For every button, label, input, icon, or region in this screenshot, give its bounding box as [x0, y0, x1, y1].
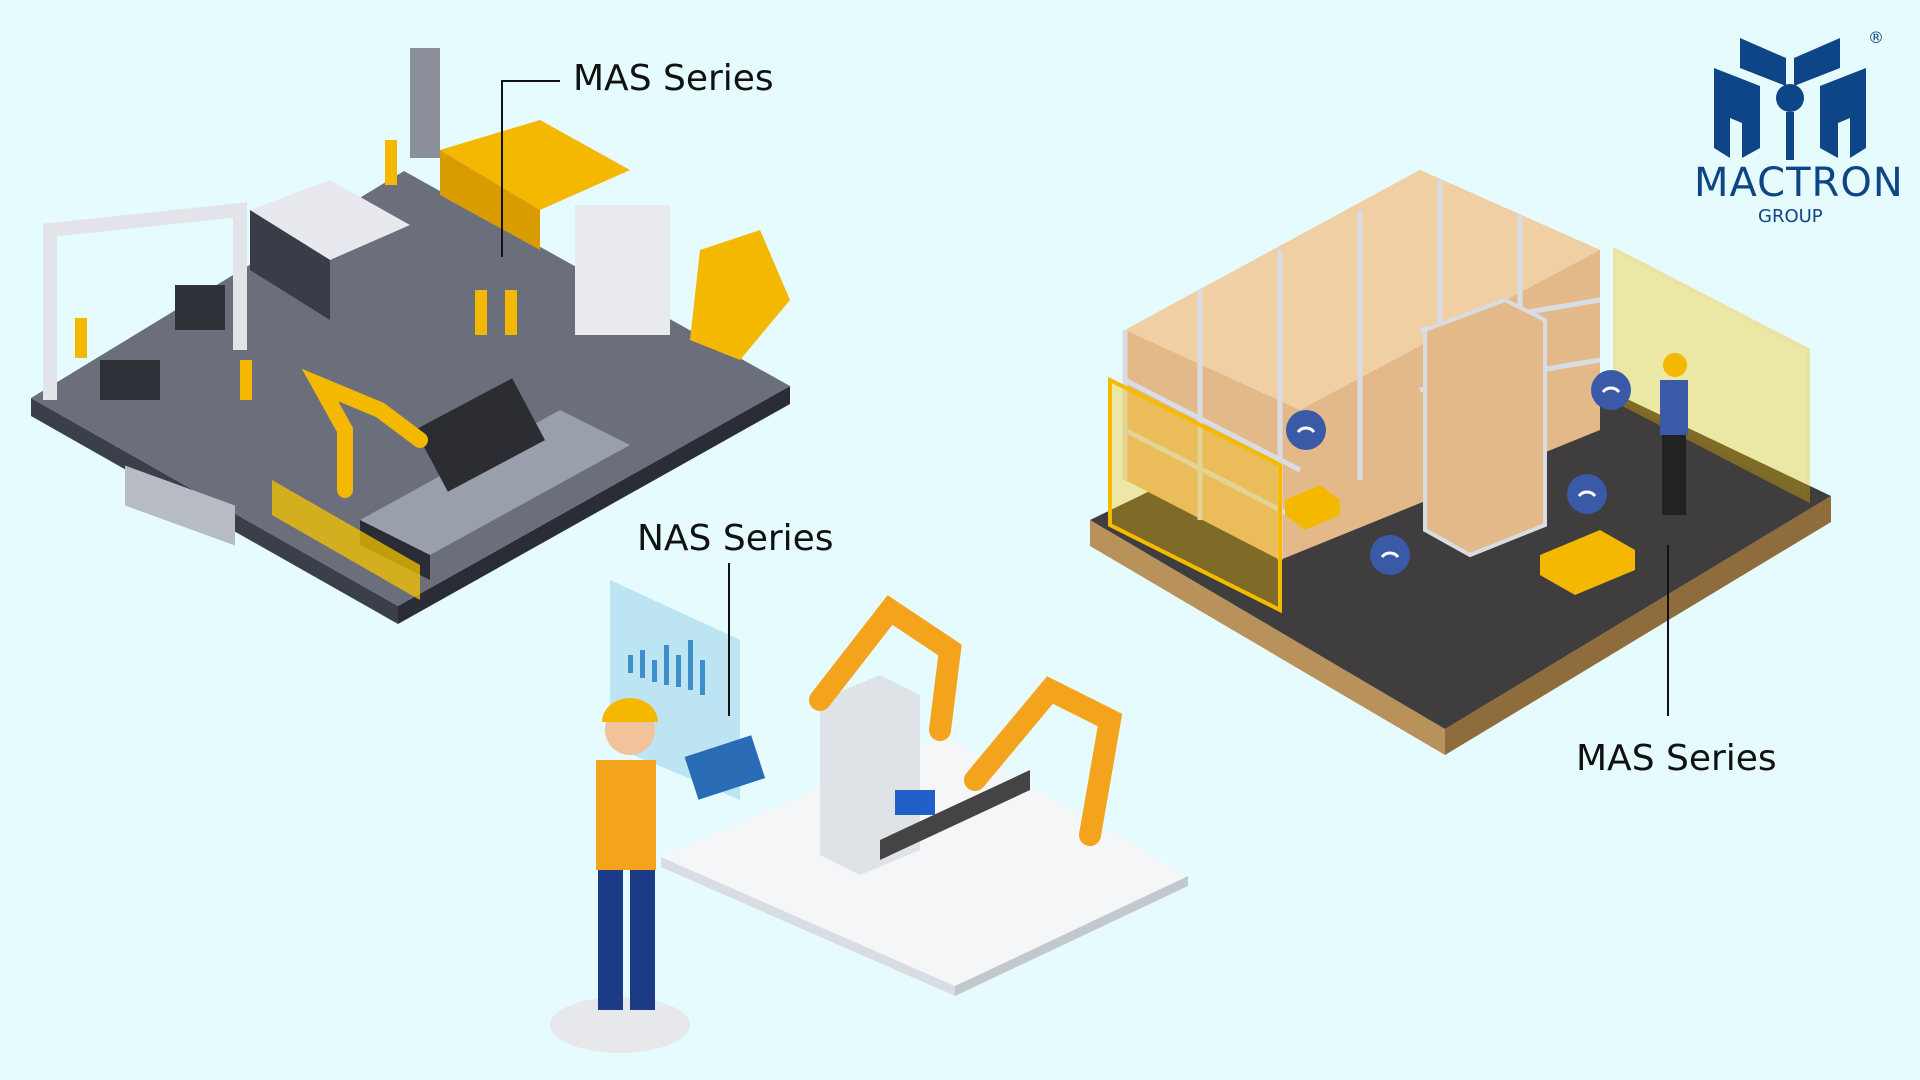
factory-floor-scene [31, 48, 790, 624]
mas-series-label-top: MAS Series [573, 58, 774, 99]
mas-series-label-right: MAS Series [1576, 738, 1777, 779]
warehouse-scene [1090, 170, 1831, 755]
nas-series-label: NAS Series [637, 518, 834, 559]
shelves [1122, 170, 1601, 560]
robot-cell-scene [550, 580, 1188, 1053]
registered-mark: ® [1868, 28, 1884, 47]
logo-name: MACTRON [1694, 160, 1904, 206]
mactron-logo-icon [1714, 38, 1866, 160]
leader-lines [501, 80, 1669, 716]
logo-subtitle: GROUP [1758, 206, 1823, 227]
